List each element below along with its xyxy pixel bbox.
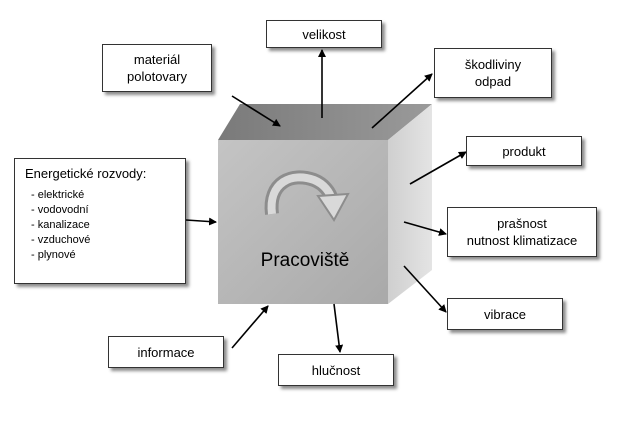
material-box: materiál polotovary (102, 44, 212, 92)
arrow-information (231, 305, 269, 349)
vibration-box: vibrace (447, 298, 563, 330)
list-item: elektrické (31, 188, 90, 203)
material-line-2: polotovary (127, 69, 187, 84)
arrow-energy (185, 217, 217, 226)
size-label: velikost (302, 26, 346, 42)
list-item: plynové (31, 248, 90, 263)
dust-box: prašnost nutnost klimatizace (447, 207, 597, 257)
cube-front-face (218, 140, 388, 304)
vibration-label: vibrace (484, 306, 526, 322)
noise-box: hlučnost (278, 354, 394, 386)
list-item: kanalizace (31, 218, 90, 233)
pollutants-line-2: odpad (474, 74, 512, 89)
pollutants-box: škodliviny odpad (434, 48, 552, 98)
list-item: vzduchové (31, 233, 91, 248)
workplace-cube (218, 104, 432, 304)
product-box: produkt (466, 136, 582, 166)
material-line-1: materiál (133, 52, 181, 67)
arrow-vibration (403, 265, 447, 313)
noise-label: hlučnost (311, 362, 361, 378)
arrows (185, 49, 467, 353)
energy-distribution-box: Energetické rozvody: elektrické vodovodn… (14, 158, 186, 284)
arrow-product (409, 151, 467, 185)
cube-top-face (218, 104, 432, 140)
list-item: vodovodní (31, 203, 90, 218)
arrow-noise (333, 303, 344, 353)
workplace-label: Pracoviště (260, 250, 350, 271)
energy-title: Energetické rozvody: (25, 166, 147, 181)
arrow-dust (403, 221, 447, 236)
information-label: informace (137, 344, 195, 360)
arrow-pollutants (371, 73, 433, 129)
curved-arrow-icon (264, 170, 350, 222)
arrow-material (231, 95, 281, 127)
size-box: velikost (266, 20, 382, 48)
information-box: informace (108, 336, 224, 368)
dust-line-2: nutnost klimatizace (466, 233, 578, 248)
cube-side-face (388, 104, 432, 304)
dust-line-1: prašnost (497, 216, 547, 231)
product-label: produkt (502, 143, 546, 159)
pollutants-line-1: škodliviny (464, 57, 522, 72)
energy-list: elektrické vodovodní kanalizace vzduchov… (25, 188, 91, 263)
